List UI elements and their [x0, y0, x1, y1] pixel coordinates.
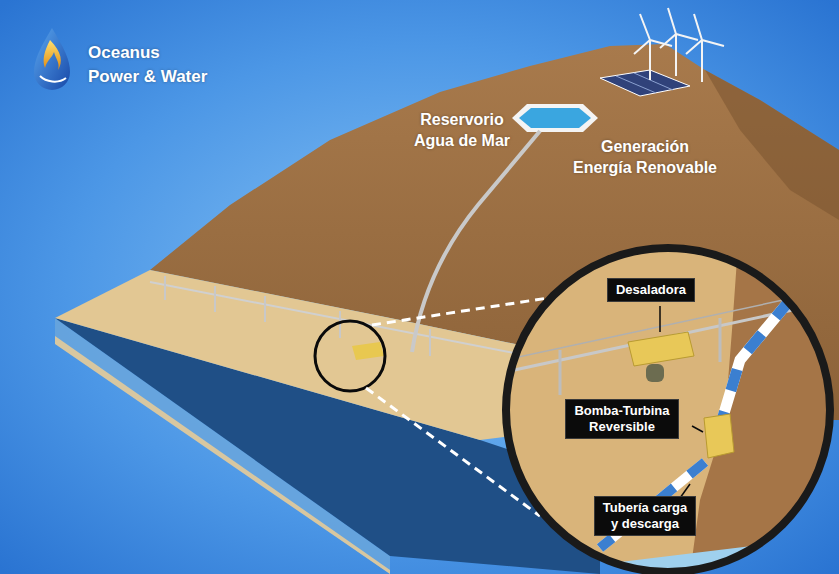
text-line: Tubería carga — [603, 500, 687, 516]
zoom-detail — [500, 240, 839, 574]
text-line: Reservorio — [414, 110, 510, 131]
text-line: Agua de Mar — [414, 131, 510, 152]
text-line: y descarga — [603, 516, 687, 532]
zoom-marker — [372, 298, 548, 325]
wind-turbines — [649, 40, 651, 80]
part-label: Reservorio Agua de Mar — [414, 110, 510, 152]
logo-text: Oceanus — [88, 42, 160, 64]
power-line — [164, 276, 166, 300]
text-line: Reversible — [574, 419, 669, 435]
logo-icon — [34, 28, 70, 90]
logo-icon — [44, 40, 61, 70]
wind-turbines — [686, 14, 724, 54]
text-line: Energía Renovable — [573, 158, 717, 179]
zoom-detail — [659, 306, 661, 332]
zoom-circle — [506, 248, 830, 572]
zoom-detail — [722, 300, 790, 420]
zoom-detail — [628, 332, 694, 366]
zoom-detail — [500, 240, 839, 574]
logo-icon — [34, 28, 70, 90]
zoom-detail — [559, 350, 562, 395]
zoom-marker — [315, 321, 385, 391]
zoom-detail — [722, 300, 790, 420]
wind-turbines — [660, 8, 698, 48]
penstock-pipe — [412, 131, 540, 352]
logo-icon — [40, 76, 66, 82]
callout-box: Bomba-Turbina Reversible — [565, 399, 678, 440]
penstock-pipe — [412, 131, 540, 352]
wind-turbines — [701, 40, 703, 82]
wind-turbines — [675, 34, 677, 76]
wind-turbines — [634, 14, 672, 54]
hill-terrain — [55, 270, 560, 440]
reservoir — [519, 108, 591, 128]
zoom-detail — [719, 318, 722, 362]
power-line — [429, 329, 431, 356]
callout-box: Desaladora — [607, 278, 695, 302]
zoom-detail — [704, 414, 734, 458]
zoom-detail — [505, 300, 839, 372]
power-line — [264, 296, 266, 322]
zoom-detail — [646, 364, 664, 382]
power-line — [339, 311, 341, 338]
power-line — [352, 342, 384, 360]
zoom-detail — [690, 245, 839, 574]
logo-text: Power & Water — [88, 66, 207, 88]
reservoir — [512, 104, 598, 132]
solar-panels — [634, 73, 673, 90]
part-label: Generación Energía Renovable — [573, 137, 717, 179]
power-line — [150, 276, 560, 362]
zoom-detail — [692, 426, 703, 432]
callout-text: Bomba-Turbina Reversible — [574, 403, 669, 436]
callout-box: Tubería carga y descarga — [594, 496, 696, 537]
power-line — [214, 286, 216, 312]
wind-turbines — [634, 8, 724, 82]
callout-text: Tubería carga y descarga — [603, 500, 687, 533]
callout-text: Desaladora — [616, 282, 686, 298]
hill-terrain — [705, 70, 839, 220]
text-line: Bomba-Turbina — [574, 403, 669, 419]
text-line: Generación — [573, 137, 717, 158]
reservoir — [512, 104, 598, 132]
